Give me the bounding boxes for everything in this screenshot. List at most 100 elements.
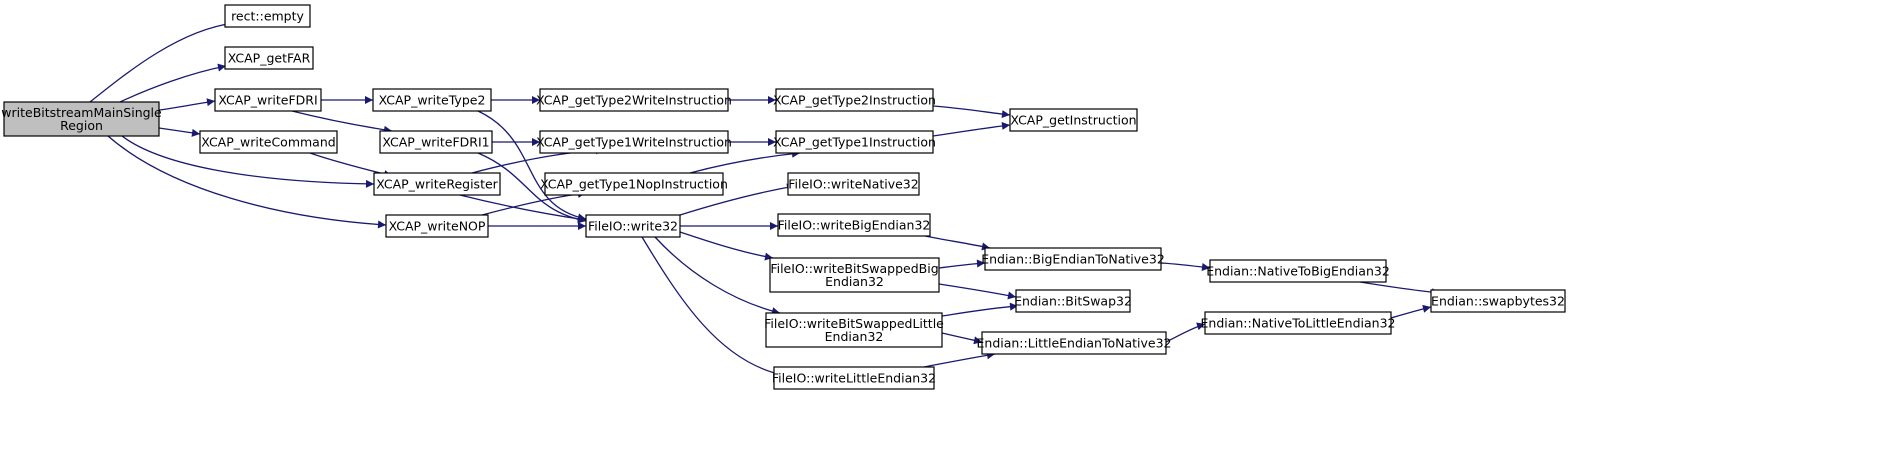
node-box (372, 88, 492, 112)
edge-n_write32-to-n_writeBitSwappedLittle (654, 236, 781, 315)
node-label: XCAP_getType2Instruction (773, 93, 936, 108)
node-label: Endian32 (825, 274, 884, 289)
node-label: FileIO::writeBigEndian32 (778, 218, 931, 233)
node-label: Endian::NativeToBigEndian32 (1206, 264, 1390, 279)
node-box (379, 130, 493, 154)
node-box (1430, 289, 1566, 313)
node-n_writeNative32[interactable]: FileIO::writeNative32 (787, 172, 920, 196)
node-n_write32[interactable]: FileIO::write32 (585, 214, 681, 238)
node-label: Endian::BitSwap32 (1014, 294, 1132, 309)
node-box (544, 172, 724, 196)
node-box (224, 4, 311, 28)
node-n_getType2Write[interactable]: XCAP_getType2WriteInstruction (536, 88, 732, 112)
node-label: rect::empty (231, 9, 304, 24)
node-n_nativeToLittle[interactable]: Endian::NativeToLittleEndian32 (1201, 311, 1396, 335)
node-n_writeNOP[interactable]: XCAP_writeNOP (385, 214, 489, 238)
edge-n_writeBigEndian32-to-n_bigToNative (924, 235, 991, 251)
node-n_writeRegister[interactable]: XCAP_writeRegister (373, 172, 501, 196)
edge-n_bigToNative-to-n_nativeToBig (1160, 262, 1211, 271)
node-label: writeBitstreamMainSingle (1, 105, 162, 120)
edge-n_writeBitSwappedBig-to-n_bitSwap32 (938, 283, 1017, 300)
node-box (199, 130, 338, 154)
node-box (775, 130, 934, 154)
node-label: XCAP_writeFDRI1 (382, 135, 489, 150)
node-box (1009, 108, 1138, 132)
node-box (373, 172, 501, 196)
node-box (769, 257, 940, 293)
edge-n_writeFDRI-to-n_writeFDRI1 (291, 110, 393, 134)
node-label: XCAP_getInstruction (1010, 113, 1136, 128)
edge-n_write32-to-n_writeLittleEndian32 (641, 236, 784, 378)
edge-n_writeFDRI1-to-n_write32 (477, 152, 587, 224)
node-n_writeType2[interactable]: XCAP_writeType2 (372, 88, 492, 112)
node-n_writeFDRI[interactable]: XCAP_writeFDRI (214, 88, 322, 112)
node-box (984, 247, 1162, 271)
node-box (775, 88, 934, 112)
edge-root-to-n_writeRegister (121, 135, 375, 188)
node-label: XCAP_getType1Instruction (773, 135, 936, 150)
node-n_writeCommand[interactable]: XCAP_writeCommand (199, 130, 338, 154)
edge-n_write32-to-n_writeNative32 (679, 183, 796, 216)
edge-n_nativeToBig-to-n_swapbytes (1359, 281, 1441, 297)
node-n_getType1Instr[interactable]: XCAP_getType1Instruction (773, 130, 936, 154)
node-box (3, 101, 160, 137)
node-n_getType1Write[interactable]: XCAP_getType1WriteInstruction (536, 130, 732, 154)
node-n_getInstr[interactable]: XCAP_getInstruction (1009, 108, 1138, 132)
edge-n_writeType2-to-n_write32 (477, 110, 587, 222)
edge-root-to-n_writeCommand (158, 127, 201, 137)
edge-n_getType2Instr-to-n_getInstr (932, 105, 1011, 119)
node-n_littleToNative[interactable]: Endian::LittleEndianToNative32 (977, 331, 1172, 355)
node-box (981, 331, 1167, 355)
node-label: FileIO::writeBitSwappedBig (770, 261, 938, 276)
node-label: Endian::swapbytes32 (1431, 294, 1565, 309)
node-label: Region (60, 118, 103, 133)
node-label: FileIO::writeNative32 (788, 177, 918, 192)
node-label: FileIO::writeLittleEndian32 (772, 371, 936, 386)
node-box (1209, 259, 1387, 283)
node-label: Endian::LittleEndianToNative32 (977, 336, 1172, 351)
node-box (765, 312, 943, 348)
node-label: FileIO::write32 (588, 219, 678, 234)
node-n_bitSwap32[interactable]: Endian::BitSwap32 (1014, 289, 1132, 313)
edge-root-to-n_getFAR (119, 63, 227, 103)
edge-n_writeBitSwappedBig-to-n_bigToNative (938, 259, 986, 269)
node-label: XCAP_getType1WriteInstruction (536, 135, 732, 150)
node-n_writeFDRI1[interactable]: XCAP_writeFDRI1 (379, 130, 493, 154)
node-n_rect_empty[interactable]: rect::empty (224, 4, 311, 28)
node-n_swapbytes[interactable]: Endian::swapbytes32 (1430, 289, 1566, 313)
node-n_nativeToBig[interactable]: Endian::NativeToBigEndian32 (1206, 259, 1390, 283)
node-n_writeLittleEndian32[interactable]: FileIO::writeLittleEndian32 (772, 366, 936, 390)
node-n_writeBigEndian32[interactable]: FileIO::writeBigEndian32 (777, 213, 931, 237)
node-label: FileIO::writeBitSwappedLittle (764, 316, 944, 331)
node-box (777, 213, 931, 237)
edge-n_nativeToLittle-to-n_swapbytes (1390, 304, 1432, 319)
node-label: XCAP_getType2WriteInstruction (536, 93, 732, 108)
node-label: XCAP_writeFDRI (218, 93, 317, 108)
node-n_getType1Nop[interactable]: XCAP_getType1NopInstruction (540, 172, 728, 196)
node-n_getType2Instr[interactable]: XCAP_getType2Instruction (773, 88, 936, 112)
edge-n_write32-to-n_writeBitSwappedBig (679, 231, 774, 261)
node-box (539, 130, 729, 154)
edge-n_writeBitSwappedLittle-to-n_bitSwap32 (941, 302, 1019, 317)
node-box (1015, 289, 1131, 313)
node-n_bigToNative[interactable]: Endian::BigEndianToNative32 (981, 247, 1165, 271)
edge-n_getType1Instr-to-n_getInstr (932, 121, 1011, 137)
edge-n_getType1Nop-to-n_getType1Instr (689, 149, 801, 174)
edge-root-to-n_writeNOP (107, 135, 387, 229)
edge-root-to-n_writeFDRI (158, 98, 216, 111)
node-box (385, 214, 489, 238)
node-box (787, 172, 920, 196)
node-label: XCAP_writeRegister (376, 177, 498, 192)
node-label: XCAP_getFAR (228, 51, 311, 66)
node-box (539, 88, 729, 112)
node-label: Endian::BigEndianToNative32 (981, 252, 1165, 267)
edge-n_writeLittleEndian32-to-n_littleToNative (923, 351, 996, 368)
node-n_getFAR[interactable]: XCAP_getFAR (224, 46, 314, 70)
node-label: XCAP_writeNOP (389, 219, 486, 234)
node-box (773, 366, 935, 390)
node-box (224, 46, 314, 70)
